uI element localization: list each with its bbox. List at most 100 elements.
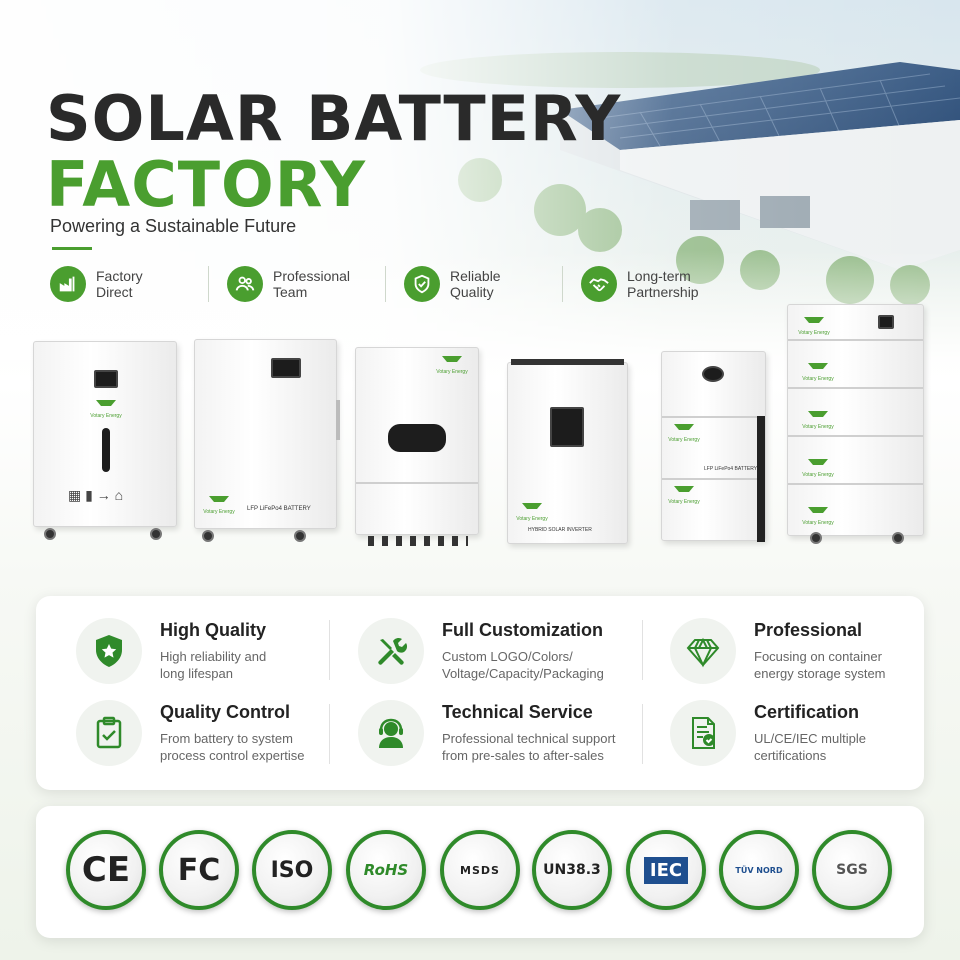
brand-logo: Votary Energy — [512, 503, 552, 522]
iso-badge: ISO — [252, 830, 332, 910]
feature-professional-team: Professional Team — [208, 266, 385, 302]
product-stacked-battery: Votary Energy Votary Energy LFP LiFePo4 … — [661, 351, 766, 542]
handshake-icon — [581, 266, 617, 302]
divider — [329, 620, 330, 680]
product-lineup: Votary Energy ▦ ▮ → ⌂ Votary Energy LFP … — [0, 300, 960, 560]
un38-3-badge: UN38.3 — [532, 830, 612, 910]
product-hybrid-inverter: Votary Energy HYBRID SOLAR INVERTER — [507, 359, 628, 544]
card-quality-control: Quality Control From battery to system p… — [76, 700, 346, 780]
divider — [329, 704, 330, 764]
clipboard-check-icon — [76, 700, 142, 766]
top-mount — [511, 359, 624, 365]
product-inverter: Votary Energy — [355, 347, 479, 535]
card-certification: Certification UL/CE/IEC multiple certifi… — [670, 700, 940, 780]
module-divider — [662, 416, 765, 418]
tuv-nord-badge: TÜV NORD — [719, 830, 799, 910]
display-screen — [702, 366, 724, 382]
module-divider — [788, 339, 923, 341]
ce-badge: CE — [66, 830, 146, 910]
feature-label: Long-term Partnership — [627, 268, 699, 300]
subtitle-underline — [52, 247, 92, 250]
brand-logo: Votary Energy — [86, 400, 126, 419]
team-icon — [227, 266, 263, 302]
brand-logo: Votary Energy — [798, 411, 838, 430]
wheel — [294, 530, 306, 542]
factory-icon — [50, 266, 86, 302]
card-description: From battery to system process control e… — [160, 731, 305, 763]
card-title: High Quality — [160, 620, 267, 640]
connector-ports — [368, 536, 468, 546]
brand-logo: Votary Energy — [432, 356, 472, 375]
rohs-badge: RoHS — [346, 830, 426, 910]
display-screen — [550, 407, 584, 447]
module-divider — [788, 387, 923, 389]
divider — [356, 482, 478, 484]
shield-star-icon — [76, 618, 142, 684]
headset-icon — [358, 700, 424, 766]
feature-label: Reliable Quality — [450, 268, 501, 300]
fc-badge: FC — [159, 830, 239, 910]
card-high-quality: High Quality High reliability and long l… — [76, 618, 346, 698]
brand-logo: Votary Energy — [199, 496, 239, 515]
divider — [642, 620, 643, 680]
module-divider — [662, 478, 765, 480]
card-title: Technical Service — [442, 702, 593, 722]
side-rail — [757, 416, 765, 542]
certification-panel: CE FC ISO RoHS MSDS UN38.3 IEC TÜV NORD … — [36, 806, 924, 938]
card-description: UL/CE/IEC multiple certifications — [754, 731, 866, 763]
product-label: HYBRID SOLAR INVERTER — [528, 527, 592, 533]
product-wheeled-battery-1: Votary Energy ▦ ▮ → ⌂ — [33, 341, 177, 527]
product-label: LFP LiFePo4 BATTERY — [247, 506, 311, 512]
card-title: Certification — [754, 702, 860, 722]
page-title-accent: FACTORY — [46, 148, 366, 221]
card-description: Custom LOGO/Colors/ Voltage/Capacity/Pac… — [442, 649, 604, 681]
product-label: LFP LiFePo4 BATTERY — [704, 466, 758, 472]
wheel — [810, 532, 822, 544]
card-professional: Professional Focusing on container energ… — [670, 618, 940, 698]
wheel — [44, 528, 56, 540]
sgs-badge: SGS — [812, 830, 892, 910]
light-bar — [102, 428, 110, 472]
diamond-icon — [670, 618, 736, 684]
features-panel: High Quality High reliability and long l… — [36, 596, 924, 790]
product-wheeled-battery-2: Votary Energy LFP LiFePo4 BATTERY — [194, 339, 340, 529]
brand-logo: Votary Energy — [798, 459, 838, 478]
product-tower-battery: Votary Energy Votary Energy Votary Energ… — [787, 304, 924, 536]
tools-icon — [358, 618, 424, 684]
wheel — [150, 528, 162, 540]
wheel — [202, 530, 214, 542]
card-description: High reliability and long lifespan — [160, 649, 267, 681]
card-title: Professional — [754, 620, 863, 640]
card-description: Professional technical support from pre-… — [442, 731, 616, 763]
page-subtitle: Powering a Sustainable Future — [50, 216, 297, 236]
feature-strip: Factory Direct Professional Team Reliabl… — [50, 266, 739, 302]
display-screen — [94, 370, 118, 388]
display-screen — [878, 315, 894, 329]
module-divider — [788, 435, 923, 437]
feature-long-term-partnership: Long-term Partnership — [562, 266, 739, 302]
page-title: SOLAR BATTERY — [46, 82, 622, 155]
feature-factory-direct: Factory Direct — [50, 266, 208, 302]
brand-logo: Votary Energy — [798, 507, 838, 526]
certificate-icon — [670, 700, 736, 766]
brand-logo: Votary Energy — [664, 424, 704, 443]
wheel — [892, 532, 904, 544]
brand-logo: Votary Energy — [794, 317, 834, 336]
shield-check-icon — [404, 266, 440, 302]
control-panel — [388, 424, 446, 452]
feature-label: Professional Team — [273, 268, 351, 300]
display-screen — [271, 358, 301, 378]
feature-label: Factory Direct — [96, 268, 143, 300]
divider — [642, 704, 643, 764]
card-full-customization: Full Customization Custom LOGO/Colors/ V… — [358, 618, 628, 698]
card-title: Full Customization — [442, 620, 603, 640]
iec-badge: IEC — [626, 830, 706, 910]
card-technical-service: Technical Service Professional technical… — [358, 700, 628, 780]
brand-logo: Votary Energy — [798, 363, 838, 382]
solar-house-graphic: ▦ ▮ → ⌂ — [68, 487, 124, 503]
card-description: Focusing on container energy storage sys… — [754, 649, 886, 681]
brand-logo: Votary Energy — [664, 486, 704, 505]
handle — [336, 400, 340, 440]
card-title: Quality Control — [160, 702, 290, 722]
msds-badge: MSDS — [440, 830, 520, 910]
